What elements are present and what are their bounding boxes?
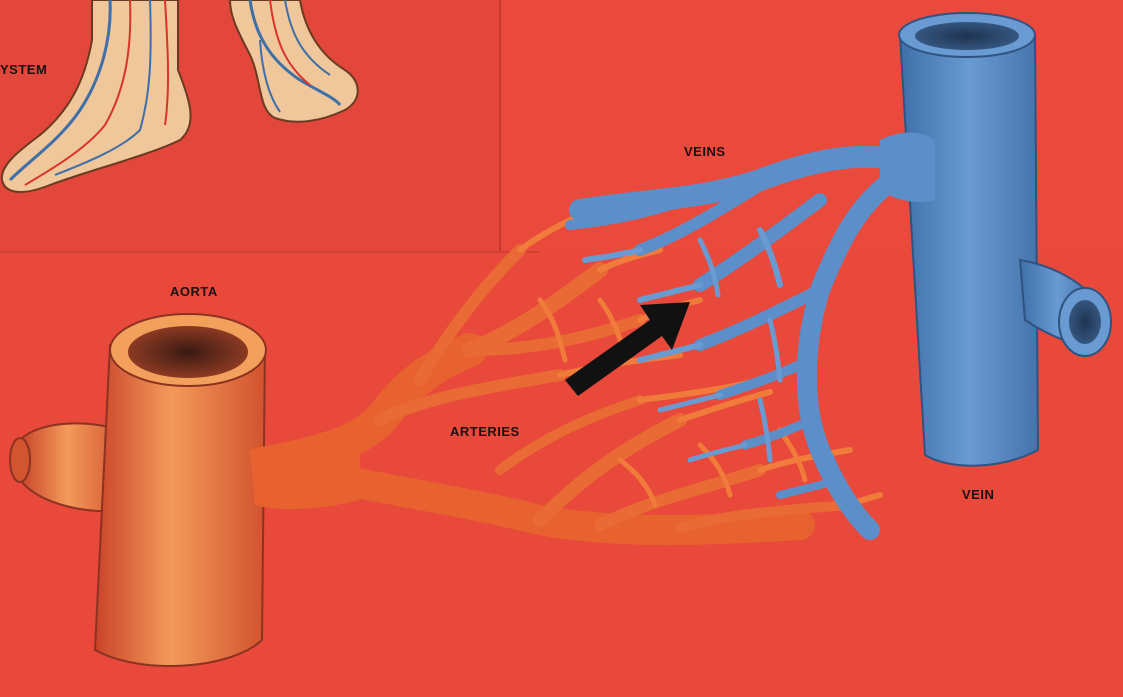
aorta-vessel [10,314,360,666]
system-label: YSTEM [0,62,47,77]
veins-label: VEINS [684,144,726,159]
flow-arrow-icon [565,302,690,396]
arteries-label: ARTERIES [450,424,520,439]
vein-label: VEIN [962,487,994,502]
aorta-label: AORTA [170,284,218,299]
